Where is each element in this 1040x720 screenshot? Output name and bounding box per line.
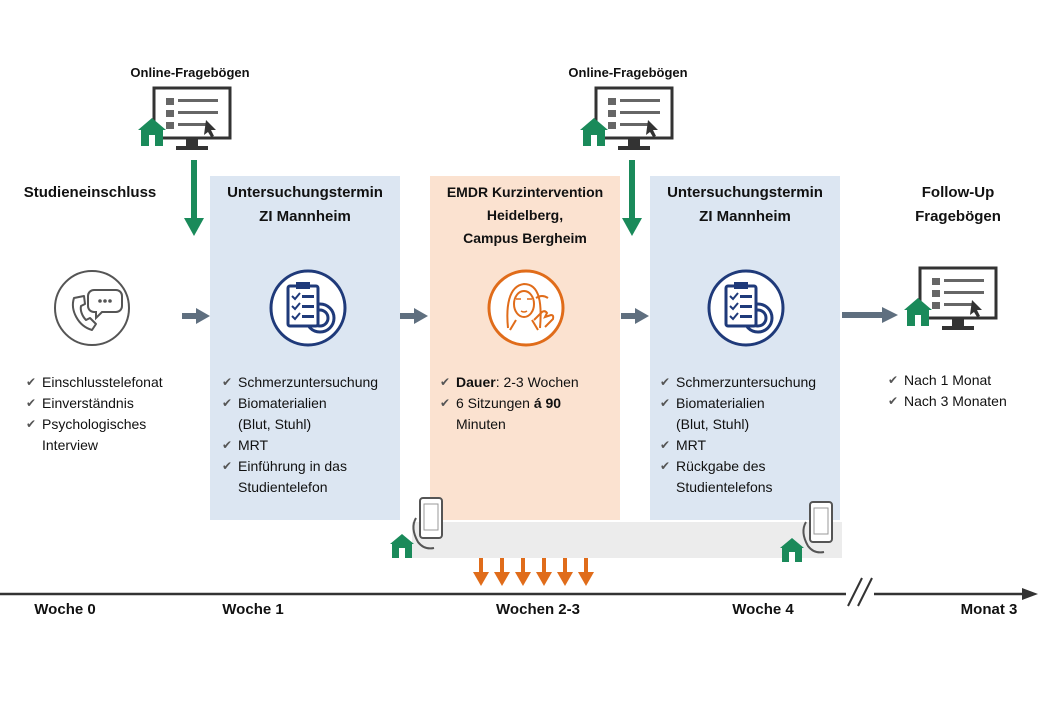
computer-with-house-icon [904,266,998,330]
list-item-bold: á 90 [533,395,562,411]
title-line: Untersuchungstermin [667,184,823,201]
column-title-enrollment: Studieneinschluss [23,184,157,201]
enrollment-list: Einschlusstelefonat Einverständnis Psych… [26,372,186,456]
online-questionnaire-label-left: Online-Fragebögen [130,65,250,80]
list-item: Einverständnis [26,393,186,414]
title-line: Follow-Up [921,184,995,201]
list-item-text: Einführung in das [238,458,347,474]
timeline-label: Woche 4 [732,601,794,618]
list-item-text: Minuten [456,416,506,432]
list-item-text: Schmerzuntersuchung [238,374,379,390]
timeline-label: Wochen 2-3 [496,601,580,618]
emdr-list: Dauer: 2-3 Wochen 6 Sitzungen á 90 Minute… [440,372,615,435]
list-item: MRT [222,435,397,456]
list-item-bold: Dauer [456,374,496,390]
timeline-label: Monat 3 [960,601,1018,618]
list-item: Biomaterialien (Blut, Stuhl) [660,393,835,435]
green-down-arrow-right [622,160,642,236]
list-item-text: Studientelefons [676,479,773,495]
list-item: Psychologisches Interview [26,414,186,456]
list-item: Nach 3 Monaten [888,391,1038,412]
list-item: Biomaterialien (Blut, Stuhl) [222,393,397,435]
week1-list: Schmerzuntersuchung Biomaterialien (Blut,… [222,372,397,498]
week4-list: Schmerzuntersuchung Biomaterialien (Blut,… [660,372,835,498]
list-item: Schmerzuntersuchung [222,372,397,393]
follow-up-list: Nach 1 Monat Nach 3 Monaten [888,370,1038,412]
timeline-axis [0,577,1038,607]
title-line: ZI Mannheim [699,208,791,225]
list-item-text: Studientelefon [238,479,328,495]
clipboard-scan-icon [269,269,347,347]
list-item-text: Biomaterialien [238,395,327,411]
flow-arrow [621,308,649,324]
title-line: ZI Mannheim [259,208,351,225]
session-arrows [473,558,594,586]
list-item: 6 Sitzungen á 90 Minuten [440,393,615,435]
list-item-text: 6 Sitzungen [456,395,534,411]
green-down-arrow-left [184,160,204,236]
therapy-person-icon [487,269,565,347]
flow-arrow [182,308,210,324]
list-item: MRT [660,435,835,456]
title-line: Untersuchungstermin [227,184,383,201]
list-item-text: Rückgabe des [676,458,766,474]
column-title-week1: Untersuchungstermin ZI Mannheim [210,181,400,229]
column-title-week4: Untersuchungstermin ZI Mannheim [650,181,840,229]
title-line: Fragebögen [915,208,1001,225]
flow-arrow [400,308,428,324]
clipboard-scan-icon [707,269,785,347]
list-item: Dauer: 2-3 Wochen [440,372,615,393]
list-item-text: (Blut, Stuhl) [676,416,750,432]
timeline-label: Woche 1 [222,601,284,618]
list-item-text: : 2-3 Wochen [495,374,579,390]
title-line: EMDR Kurzintervention [446,184,604,200]
study-phone-band [412,522,842,558]
list-item-text: Biomaterialien [676,395,765,411]
online-questionnaire-label-right: Online-Fragebögen [568,65,688,80]
smartphone-hand-icon [780,501,833,562]
computer-with-house-icon [138,86,232,150]
column-title-follow-up: Follow-Up Fragebögen [878,181,1038,229]
list-item: Schmerzuntersuchung [660,372,835,393]
panel-emdr [430,176,620,520]
flow-arrow-long [842,307,898,323]
column-title-emdr: EMDR Kurzintervention Heidelberg, Campus… [430,181,620,250]
list-item: Nach 1 Monat [888,370,1038,391]
list-item: Einschlusstelefonat [26,372,186,393]
list-item-text: (Blut, Stuhl) [238,416,312,432]
timeline-label: Woche 0 [34,601,96,618]
list-item-text: MRT [676,437,707,453]
title-line: Heidelberg, [486,207,564,223]
computer-with-house-icon [580,86,674,150]
list-item-text: Schmerzuntersuchung [676,374,817,390]
title-line: Campus Bergheim [463,230,587,246]
phone-call-icon [54,270,130,346]
list-item-text: MRT [238,437,269,453]
smartphone-hand-icon [390,497,443,558]
